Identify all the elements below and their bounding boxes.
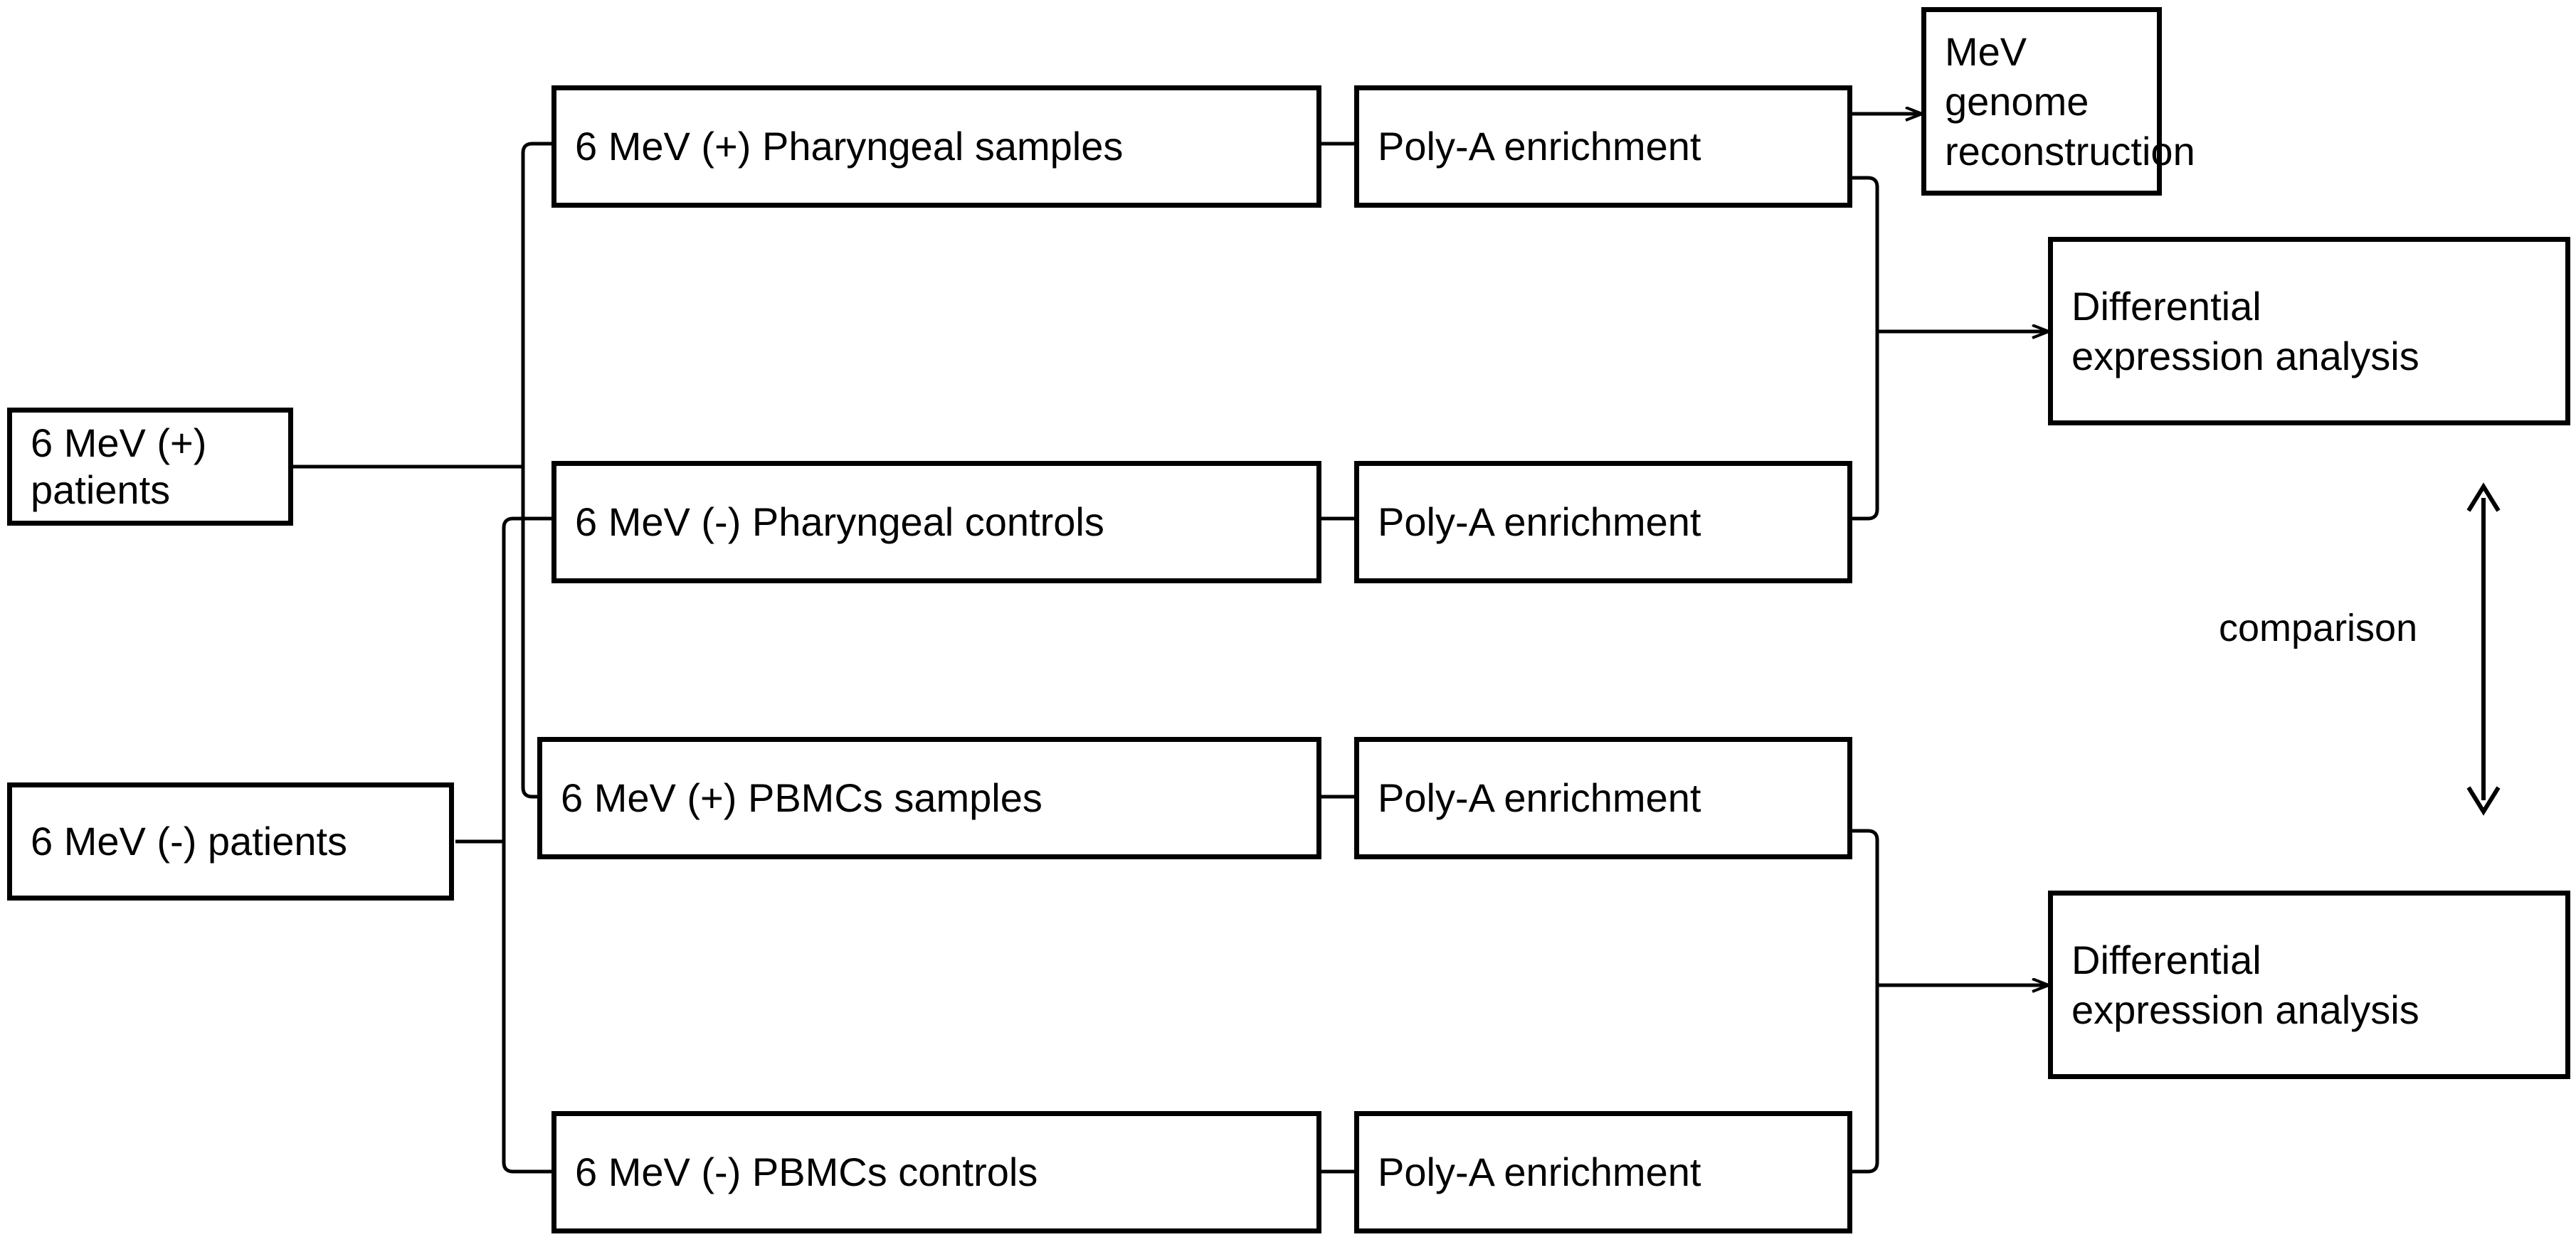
node-polya-enrichment-2-label: Poly-A enrichment: [1378, 499, 1701, 544]
node-pbmcs-controls-label: 6 MeV (-) PBMCs controls: [575, 1149, 1038, 1194]
comparison-double-arrow: [2466, 482, 2501, 816]
node-diff-expression-top[interactable]: Differential expression analysis: [2048, 237, 2570, 425]
node-patients-positive[interactable]: 6 MeV (+) patients: [7, 408, 293, 526]
node-polya-enrichment-3-label: Poly-A enrichment: [1378, 775, 1701, 820]
node-polya-enrichment-4-label: Poly-A enrichment: [1378, 1149, 1701, 1194]
connector-polya-top-merge: [1850, 176, 2048, 521]
connector-polya-bottom-merge: [1850, 829, 2048, 1174]
node-polya-enrichment-3[interactable]: Poly-A enrichment: [1354, 737, 1852, 859]
node-patients-negative[interactable]: 6 MeV (-) patients: [7, 782, 454, 901]
connector-positive-patients: [293, 142, 551, 799]
connector-sample-to-polya: [1320, 142, 1356, 1174]
node-diff-expression-bottom-label: Differential expression analysis: [2071, 937, 2419, 1032]
connector-negative-patients: [455, 516, 551, 1174]
node-diff-expression-top-label: Differential expression analysis: [2071, 283, 2419, 378]
node-mev-genome-reconstruction[interactable]: MeV genome reconstruction: [1921, 7, 2195, 196]
node-polya-enrichment-2[interactable]: Poly-A enrichment: [1354, 461, 1852, 583]
comparison-label: comparison: [2219, 607, 2418, 649]
node-patients-negative-label: 6 MeV (-) patients: [31, 818, 348, 864]
node-pbmcs-controls[interactable]: 6 MeV (-) PBMCs controls: [551, 1111, 1321, 1233]
node-polya-enrichment-4[interactable]: Poly-A enrichment: [1354, 1111, 1852, 1233]
node-diff-expression-bottom[interactable]: Differential expression analysis: [2048, 891, 2570, 1079]
node-pharyngeal-controls[interactable]: 6 MeV (-) Pharyngeal controls: [551, 461, 1321, 583]
node-pharyngeal-samples[interactable]: 6 MeV (+) Pharyngeal samples: [551, 85, 1321, 208]
node-polya-enrichment-1-label: Poly-A enrichment: [1378, 123, 1701, 169]
node-pbmcs-samples[interactable]: 6 MeV (+) PBMCs samples: [537, 737, 1321, 859]
node-pharyngeal-samples-label: 6 MeV (+) Pharyngeal samples: [575, 123, 1124, 169]
node-pharyngeal-controls-label: 6 MeV (-) Pharyngeal controls: [575, 499, 1104, 544]
node-patients-positive-label: 6 MeV (+) patients: [31, 420, 207, 512]
node-pbmcs-samples-label: 6 MeV (+) PBMCs samples: [561, 775, 1042, 820]
node-mev-genome-reconstruction-label: MeV genome reconstruction: [1945, 28, 2195, 174]
node-polya-enrichment-1[interactable]: Poly-A enrichment: [1354, 85, 1852, 208]
